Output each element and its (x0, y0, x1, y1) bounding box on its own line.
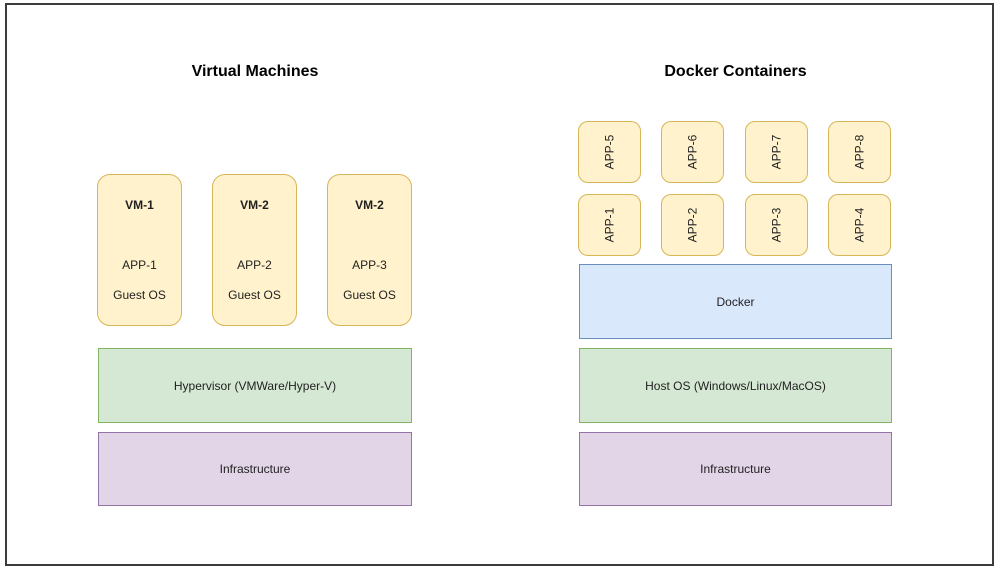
app-label: APP-8 (852, 134, 867, 170)
app-box-5: APP-5 (578, 121, 641, 183)
app-label: APP-6 (685, 134, 700, 170)
app-box-7: APP-7 (745, 121, 808, 183)
vm-infrastructure-layer: Infrastructure (98, 432, 412, 506)
app-label: APP-7 (769, 134, 784, 170)
host-os-label: Host OS (Windows/Linux/MacOS) (645, 378, 826, 393)
host-os-layer: Host OS (Windows/Linux/MacOS) (579, 348, 892, 423)
app-box-4: APP-4 (828, 194, 891, 256)
vm-app-label: APP-2 (237, 258, 272, 272)
app-label: APP-2 (685, 207, 700, 243)
app-box-2: APP-2 (661, 194, 724, 256)
app-label: APP-3 (769, 207, 784, 243)
vm-guest-os-label: Guest OS (343, 288, 396, 302)
vm-box-2: VM-2 APP-2 Guest OS (212, 174, 297, 326)
vm-box-1: VM-1 APP-1 Guest OS (97, 174, 182, 326)
vm-app-label: APP-1 (122, 258, 157, 272)
vm-guest-os-label: Guest OS (113, 288, 166, 302)
docker-infrastructure-layer: Infrastructure (579, 432, 892, 506)
app-box-3: APP-3 (745, 194, 808, 256)
app-label: APP-4 (852, 207, 867, 243)
docker-label: Docker (716, 294, 755, 309)
app-label: APP-1 (602, 207, 617, 243)
app-box-1: APP-1 (578, 194, 641, 256)
app-box-8: APP-8 (828, 121, 891, 183)
vm-name: VM-2 (240, 198, 269, 212)
vm-name: VM-1 (125, 198, 154, 212)
vm-box-3: VM-2 APP-3 Guest OS (327, 174, 412, 326)
vm-name: VM-2 (355, 198, 384, 212)
hypervisor-label: Hypervisor (VMWare/Hyper-V) (173, 378, 337, 393)
app-box-6: APP-6 (661, 121, 724, 183)
vm-section-title: Virtual Machines (191, 63, 319, 80)
docker-section-title: Docker Containers (664, 63, 807, 80)
vm-infrastructure-label: Infrastructure (219, 462, 291, 476)
vm-app-label: APP-3 (352, 258, 387, 272)
docker-infrastructure-label: Infrastructure (700, 462, 771, 476)
hypervisor-layer: Hypervisor (VMWare/Hyper-V) (98, 348, 412, 423)
vm-guest-os-label: Guest OS (228, 288, 281, 302)
app-label: APP-5 (602, 134, 617, 170)
docker-layer: Docker (579, 264, 892, 339)
